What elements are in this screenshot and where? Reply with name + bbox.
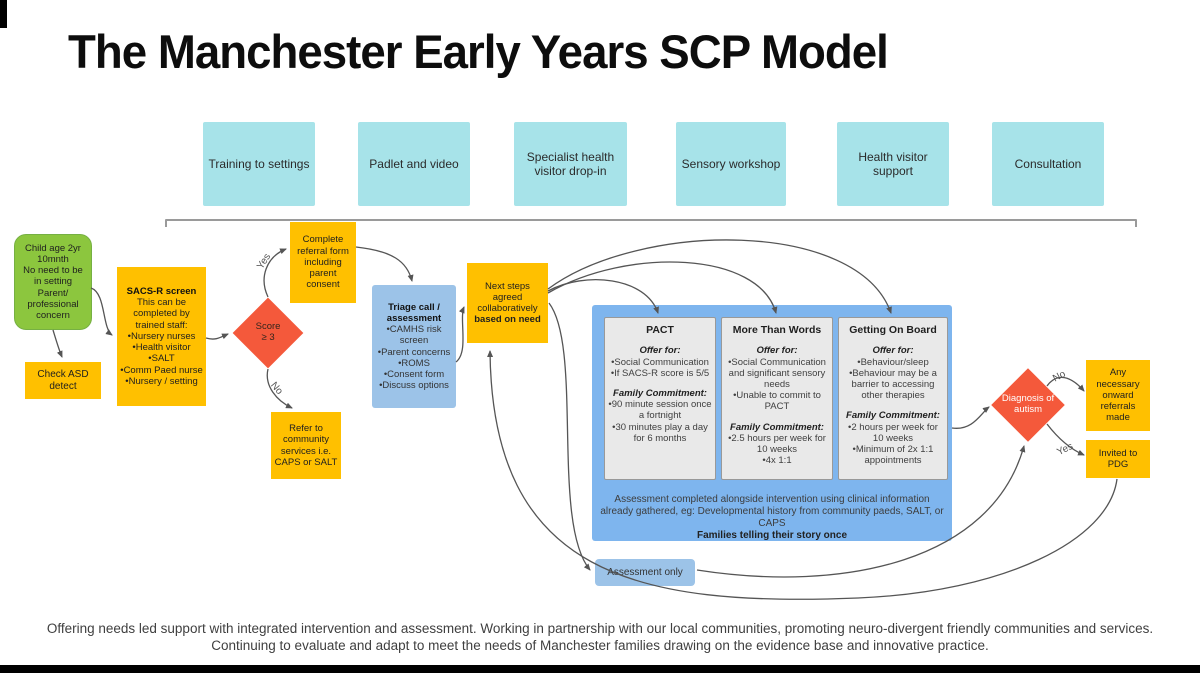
sacs-r-item: Nursery nurses — [120, 331, 203, 342]
program-title: More Than Words — [732, 324, 822, 336]
assessment-only-label: Assessment only — [607, 566, 683, 578]
program-offer-item: If SACS-R score is 5/5 — [608, 368, 712, 379]
support-box-label: Training to settings — [208, 156, 310, 171]
footer-line: Offering needs led support with integrat… — [46, 621, 1154, 636]
diagnosis-decision-label: Diagnosis of autism — [1001, 393, 1055, 415]
program-title: PACT — [646, 324, 674, 336]
support-box-sensory: Sensory workshop — [676, 122, 786, 206]
referral-form-label: Complete referral form including parent … — [297, 234, 349, 291]
assessment-only-box: Assessment only — [595, 559, 695, 586]
score-decision-diamond: Score ≥ 3 — [232, 297, 304, 369]
onward-referrals-box: Any necessary onward referrals made — [1086, 360, 1150, 431]
support-box-label: Padlet and video — [369, 156, 459, 171]
arrow-gob-to-diagnosis — [951, 406, 990, 429]
program-commitment-item: 90 minute session once a fortnight — [608, 399, 712, 421]
referral-source-line: Parent/ professional concern — [27, 287, 79, 321]
slide-corner-mark — [0, 0, 7, 28]
assessment-note-text: Assessment completed alongside intervent… — [600, 494, 944, 529]
sacs-r-item: Health visitor — [120, 342, 203, 353]
asd-detect-box: Check ASD detect — [25, 362, 101, 399]
next-steps-text-bold: based on need — [474, 314, 541, 326]
sacs-r-box: SACS-R screen This can be completed by t… — [117, 267, 206, 406]
arrow-referral-form-to-triage — [355, 246, 414, 282]
program-commitment-item: 2 hours per week for 10 weeks — [842, 422, 944, 444]
community-referral-label: Refer to community services i.e. CAPS or… — [274, 423, 338, 468]
triage-item: CAMHS risk screen — [375, 324, 453, 346]
next-steps-box: Next steps agreed collaboratively based … — [467, 263, 548, 343]
triage-item: Consent form — [375, 369, 453, 380]
support-box-training: Training to settings — [203, 122, 315, 206]
edge-label-yes: Yes — [255, 251, 274, 272]
next-steps-text: Next steps agreed collaboratively — [477, 280, 538, 314]
edge-label-yes: Yes — [1055, 440, 1075, 459]
support-box-label: Health visitor support — [858, 149, 928, 178]
program-card-getting-on-board: Getting On Board Offer for: Behaviour/sl… — [838, 317, 948, 480]
program-offer-item: Unable to commit to PACT — [725, 390, 829, 412]
referral-form-box: Complete referral form including parent … — [290, 222, 356, 303]
triage-item: Parent concerns — [375, 347, 453, 358]
sacs-r-body: This can be completed by trained staff: — [133, 297, 190, 331]
program-offer-label: Offer for: — [756, 345, 798, 357]
support-box-drop-in: Specialist health visitor drop-in — [514, 122, 627, 206]
invited-pdg-box: Invited to PDG — [1086, 440, 1150, 478]
arrow-next-steps-to-gob — [547, 239, 892, 314]
referral-source-line: Child age 2yr 10mnth — [25, 242, 81, 265]
program-commitment-label: Family Commitment: — [730, 421, 824, 433]
triage-box: Triage call / assessment CAMHS risk scre… — [372, 285, 456, 408]
support-box-consultation: Consultation — [992, 122, 1104, 206]
arrow-concern-to-asd-detect — [52, 329, 63, 358]
edge-label-no: No — [268, 380, 285, 397]
support-box-label: Consultation — [1014, 156, 1082, 171]
program-title: Getting On Board — [849, 324, 937, 336]
score-decision-line: Score — [255, 321, 281, 333]
program-commitment-label: Family Commitment: — [613, 387, 707, 399]
program-card-more-than-words: More Than Words Offer for: Social Commun… — [721, 317, 833, 480]
asd-detect-label: Check ASD detect — [37, 368, 89, 392]
referral-source-line: No need to be in setting — [23, 265, 83, 288]
sacs-r-title: SACS-R screen — [126, 286, 197, 298]
support-box-label: Specialist health visitor drop-in — [526, 149, 615, 178]
program-commitment-item: 2.5 hours per week for 10 weeks — [725, 433, 829, 455]
arrow-triage-to-next-steps — [455, 306, 465, 363]
onward-referrals-label: Any necessary onward referrals made — [1096, 367, 1140, 424]
arrow-next-steps-to-assessment-only — [548, 302, 591, 571]
referral-source-box: Child age 2yr 10mnth No need to be in se… — [14, 234, 92, 330]
program-card-pact: PACT Offer for: Social Communication If … — [604, 317, 716, 480]
sacs-r-item: Comm Paed nurse — [120, 365, 203, 376]
sacs-r-item: Nursery / setting — [120, 376, 203, 387]
community-referral-box: Refer to community services i.e. CAPS or… — [271, 412, 341, 479]
sacs-r-item: SALT — [120, 353, 203, 364]
program-offer-item: Social Communication and significant sen… — [725, 357, 829, 391]
triage-item: ROMS — [375, 358, 453, 369]
program-commitment-item: Minimum of 2x 1:1 appointments — [842, 444, 944, 466]
program-offer-label: Offer for: — [872, 345, 914, 357]
program-offer-label: Offer for: — [639, 345, 681, 357]
program-offer-item: Behaviour may be a barrier to accessing … — [842, 368, 944, 402]
assessment-note: Assessment completed alongside intervent… — [600, 494, 944, 542]
program-commitment-item: 30 minutes play a day for 6 months — [608, 422, 712, 444]
program-offer-item: Social Communication — [608, 357, 712, 368]
page-title: The Manchester Early Years SCP Model — [68, 25, 889, 78]
invited-pdg-label: Invited to PDG — [1098, 447, 1138, 470]
support-box-health-visitor: Health visitor support — [837, 122, 949, 206]
footer-line: Continuing to evaluate and adapt to meet… — [211, 637, 989, 653]
arrow-concern-to-sacs — [90, 287, 113, 336]
edge-label-no: No — [1051, 368, 1068, 385]
support-box-padlet: Padlet and video — [358, 122, 470, 206]
support-box-label: Sensory workshop — [681, 156, 781, 171]
triage-title: Triage call / assessment — [386, 301, 442, 324]
slide-bottom-bar — [0, 665, 1200, 673]
arrow-sacs-to-score — [205, 333, 229, 340]
score-decision-line: ≥ 3 — [261, 332, 275, 343]
triage-item: Discuss options — [375, 380, 453, 391]
program-offer-item: Behaviour/sleep — [842, 357, 944, 368]
assessment-note-bold: Families telling their story once — [696, 530, 848, 541]
program-commitment-item: 4x 1:1 — [725, 455, 829, 466]
footer-text: Offering needs led support with integrat… — [10, 621, 1190, 655]
program-commitment-label: Family Commitment: — [846, 410, 940, 422]
